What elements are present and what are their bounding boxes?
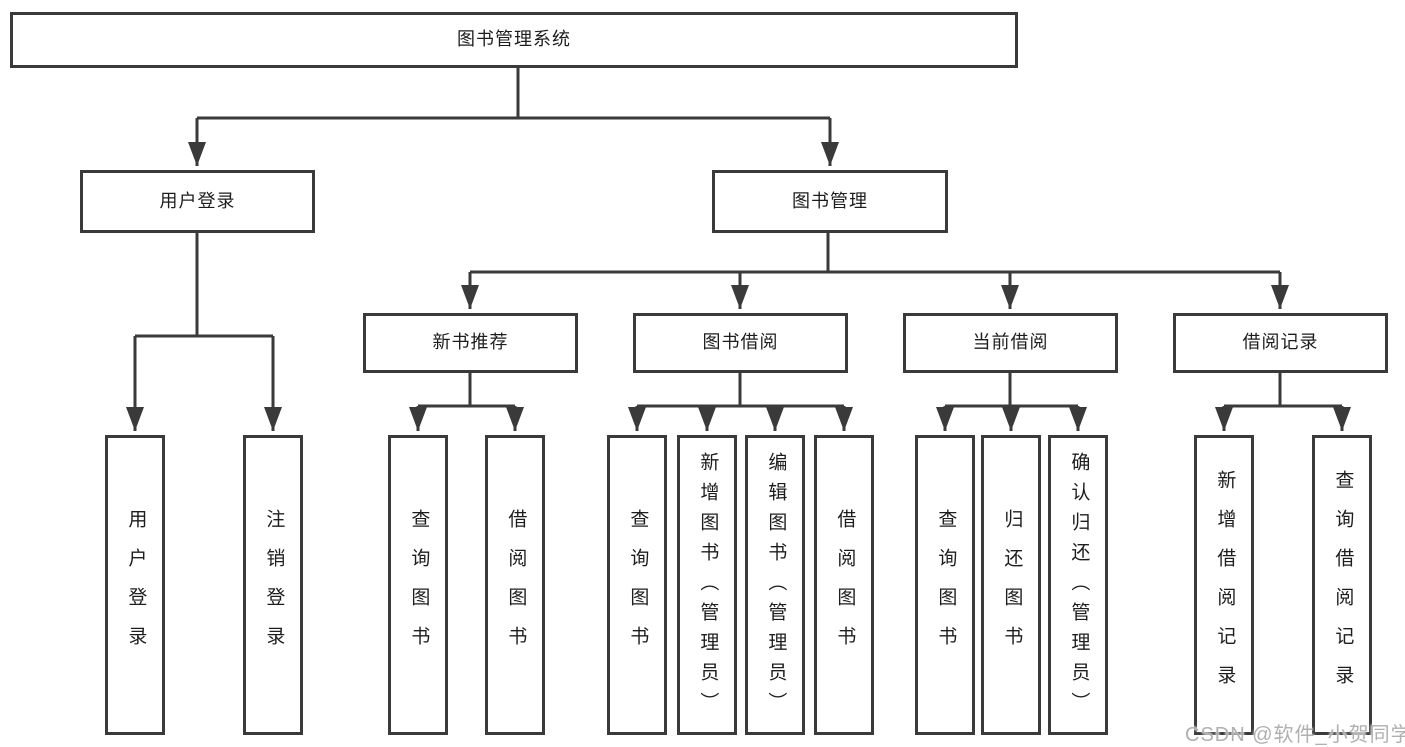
leaf-query-borrow-record: 查询借阅记录 (1312, 435, 1372, 735)
edge-user-login-to-leaves (126, 233, 282, 431)
node-book-borrowing: 图书借阅 (633, 313, 848, 373)
csdn-watermark: CSDN @软件_小贺同学 (1185, 724, 1405, 746)
edge-book-mgmt-to-level3 (461, 233, 1289, 309)
leaf-edit-books-admin: 编辑图书（管理员） (745, 435, 805, 735)
leaf-user-login: 用户登录 (105, 435, 165, 735)
edge-root-to-level2 (188, 68, 839, 166)
node-book-management: 图书管理 (712, 170, 948, 233)
node-current-borrowing: 当前借阅 (903, 313, 1118, 373)
leaf-query-books-borrow: 查询图书 (607, 435, 667, 735)
node-new-book-recommendation: 新书推荐 (363, 313, 578, 373)
leaf-logout: 注销登录 (243, 435, 303, 735)
leaf-borrow-books: 借阅图书 (814, 435, 874, 735)
node-borrowing-records: 借阅记录 (1173, 313, 1388, 373)
leaf-query-books-newbook: 查询图书 (388, 435, 448, 735)
leaf-add-books-admin: 新增图书（管理员） (677, 435, 737, 735)
leaf-confirm-return-admin: 确认归还（管理员） (1048, 435, 1108, 735)
leaf-query-books-current: 查询图书 (915, 435, 975, 735)
node-library-management-system: 图书管理系统 (10, 12, 1018, 68)
leaf-borrow-books-newbook: 借阅图书 (485, 435, 545, 735)
edge-new-book-to-leaves (409, 373, 524, 431)
leaf-return-books: 归还图书 (981, 435, 1041, 735)
leaf-add-borrow-record: 新增借阅记录 (1194, 435, 1254, 735)
node-user-login: 用户登录 (80, 170, 315, 233)
edge-book-borrow-to-leaves (628, 373, 853, 431)
edge-borrow-record-to-leaves (1215, 373, 1351, 431)
edge-current-borrow-to-leaves (936, 373, 1087, 431)
